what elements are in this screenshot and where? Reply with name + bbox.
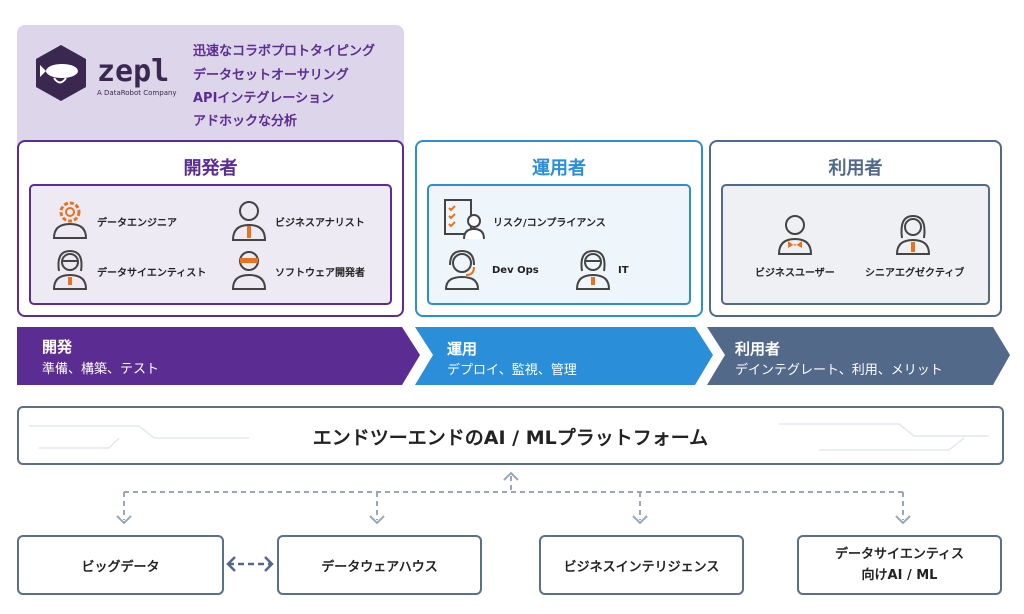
consumer-panel: 利用者 xyxy=(709,140,1002,317)
software-developer-icon xyxy=(231,251,267,290)
feature-item: アドホックな分析 xyxy=(193,114,298,129)
source-business-intelligence: ビジネスインテリジェンス xyxy=(539,535,744,595)
source-data-science-ai-ml: データサイエンティス 向けAI / ML xyxy=(797,535,1002,595)
role-label-business-user: ビジネスユーザー xyxy=(755,268,835,279)
risk-compliance-icon xyxy=(444,199,485,240)
zepl-logo-text: zepl xyxy=(97,54,170,89)
stage-consume-title: 利用者 xyxy=(735,340,781,358)
business-analyst-icon xyxy=(231,201,267,241)
developer-panel: 開発者 xyxy=(17,140,404,317)
source-data-warehouse-label: データウェアハウス xyxy=(321,559,438,575)
feature-item: データセットオーサリング xyxy=(193,68,349,83)
source-big-data: ビッグデータ xyxy=(17,535,224,595)
devops-icon xyxy=(444,249,480,290)
developer-roles-box xyxy=(29,184,392,305)
feature-item: APIインテグレーション xyxy=(193,91,335,106)
role-label-risk-compliance: リスク/コンプライアンス xyxy=(493,218,606,229)
role-label-business-analyst: ビジネスアナリスト xyxy=(275,218,365,229)
circuit-decoration xyxy=(29,423,989,451)
stage-operate-desc: デプロイ、監視、管理 xyxy=(447,363,577,378)
source-data-science-ai-ml-label: データサイエンティス 向けAI / ML xyxy=(834,547,965,583)
operator-panel-title: 運用者 xyxy=(532,158,586,179)
data-engineer-icon xyxy=(52,201,88,239)
stage-arrow-consume xyxy=(707,327,1010,385)
stage-arrows xyxy=(17,327,1010,385)
platform-label: エンドツーエンドのAI / MLプラットフォーム xyxy=(312,427,709,449)
source-big-data-label: ビッグデータ xyxy=(81,559,160,575)
role-label-it: IT xyxy=(618,265,629,276)
stage-operate-title: 運用 xyxy=(447,340,478,358)
connector-lines xyxy=(116,471,911,525)
zepl-logo-icon xyxy=(36,45,86,101)
role-label-senior-executive: シニアエグゼクティブ xyxy=(865,268,965,279)
stage-arrow-develop xyxy=(17,327,420,385)
zepl-logo-tagline: A DataRobot Company xyxy=(97,89,177,97)
bidirectional-arrow-icon xyxy=(226,556,274,572)
consumer-roles-box xyxy=(721,184,990,305)
it-icon xyxy=(575,249,611,290)
role-label-software-developer: ソフトウェア開発者 xyxy=(275,268,365,279)
source-business-intelligence-label: ビジネスインテリジェンス xyxy=(563,559,720,575)
developer-panel-title: 開発者 xyxy=(183,158,238,179)
stage-consume-desc: デインテグレート、利用、メリット xyxy=(735,363,943,378)
role-label-data-engineer: データエンジニア xyxy=(97,218,177,229)
role-label-data-scientist: データサイエンティスト xyxy=(97,268,207,279)
source-data-warehouse: データウェアハウス xyxy=(277,535,482,595)
senior-executive-icon xyxy=(895,214,931,255)
role-label-devops: Dev Ops xyxy=(492,265,539,276)
consumer-panel-title: 利用者 xyxy=(828,158,883,179)
stage-develop-desc: 準備、構築、テスト xyxy=(42,362,160,377)
business-user-icon xyxy=(777,215,813,255)
stage-develop-title: 開発 xyxy=(42,338,73,356)
platform-bar: エンドツーエンドのAI / MLプラットフォーム xyxy=(17,406,1004,465)
feature-item: 迅速なコラボプロトタイピング xyxy=(193,44,376,59)
stage-arrow-operate xyxy=(415,327,713,385)
data-scientist-icon xyxy=(52,249,88,290)
